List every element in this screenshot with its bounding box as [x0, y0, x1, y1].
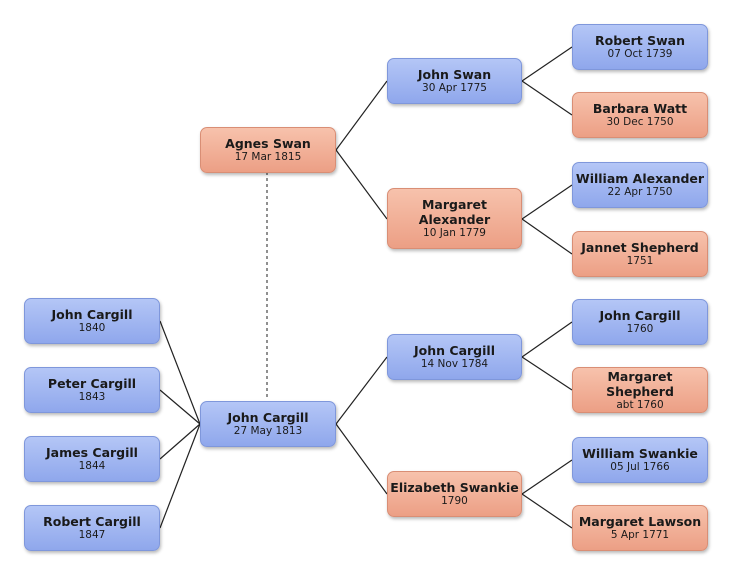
person-date: 27 May 1813	[233, 425, 303, 437]
person-james-cargill[interactable]: James Cargill 1844	[24, 436, 160, 482]
person-date: 5 Apr 1771	[610, 529, 670, 541]
person-peter-cargill[interactable]: Peter Cargill 1843	[24, 367, 160, 413]
person-robert-swan[interactable]: Robert Swan 07 Oct 1739	[572, 24, 708, 70]
person-margaret-lawson[interactable]: Margaret Lawson 5 Apr 1771	[572, 505, 708, 551]
person-john-cargill-1760[interactable]: John Cargill 1760	[572, 299, 708, 345]
person-name: John Swan	[417, 67, 492, 82]
person-date: 1843	[78, 391, 106, 403]
person-name: John Cargill	[227, 410, 309, 425]
person-william-alexander[interactable]: William Alexander 22 Apr 1750	[572, 162, 708, 208]
person-name: Robert Cargill	[43, 514, 141, 529]
child-link-john-cargill-1840	[159, 320, 201, 425]
person-name: Elizabeth Swankie	[390, 480, 519, 495]
person-john-cargill-1813[interactable]: John Cargill 27 May 1813	[200, 401, 336, 447]
person-date: 30 Apr 1775	[422, 82, 487, 94]
parent-link-elizabeth-swankie	[520, 459, 573, 529]
person-date: 1760	[626, 323, 654, 335]
child-link-robert-cargill	[159, 423, 201, 529]
person-date: 22 Apr 1750	[607, 186, 673, 198]
person-date: 07 Oct 1739	[607, 48, 673, 60]
person-date: 05 Jul 1766	[610, 461, 670, 473]
person-robert-cargill[interactable]: Robert Cargill 1847	[24, 505, 160, 551]
person-date: 1790	[441, 495, 468, 507]
person-name: John Cargill	[599, 308, 681, 323]
child-link-james-cargill	[159, 423, 201, 460]
person-date: 1751	[626, 255, 654, 267]
parent-link-john-cargill-1813	[335, 356, 388, 495]
person-jannet-shepherd[interactable]: Jannet Shepherd 1751	[572, 231, 708, 277]
person-date: 1847	[78, 529, 106, 541]
person-name: John Cargill	[51, 307, 133, 322]
person-name: Margaret Shepherd	[606, 368, 674, 399]
person-john-cargill-1784[interactable]: John Cargill 14 Nov 1784	[387, 334, 522, 380]
person-date: 10 Jan 1779	[423, 227, 486, 239]
person-barbara-watt[interactable]: Barbara Watt 30 Dec 1750	[572, 92, 708, 138]
person-date: abt 1760	[616, 398, 664, 411]
parent-link-john-swan	[520, 46, 573, 116]
person-william-swankie[interactable]: William Swankie 05 Jul 1766	[572, 437, 708, 483]
person-john-swan[interactable]: John Swan 30 Apr 1775	[387, 58, 522, 104]
person-name: Agnes Swan	[225, 136, 311, 151]
person-date: 1840	[78, 322, 106, 334]
person-elizabeth-swankie[interactable]: Elizabeth Swankie 1790	[387, 471, 522, 517]
person-name: John Cargill	[414, 343, 495, 358]
person-margaret-alexander[interactable]: Margaret Alexander 10 Jan 1779	[387, 188, 522, 249]
person-margaret-shepherd[interactable]: Margaret Shepherd abt 1760	[572, 367, 708, 413]
person-name: Margaret Lawson	[578, 514, 702, 529]
person-name: James Cargill	[46, 445, 138, 460]
person-name: Jannet Shepherd	[581, 240, 699, 255]
child-link-peter-cargill	[159, 389, 201, 425]
person-date: 30 Dec 1750	[606, 116, 674, 128]
person-john-cargill-1840[interactable]: John Cargill 1840	[24, 298, 160, 344]
person-name: Barbara Watt	[592, 101, 688, 116]
parent-link-agnes-swan	[335, 80, 388, 220]
person-name: Robert Swan	[594, 33, 685, 48]
person-agnes-swan[interactable]: Agnes Swan 17 Mar 1815	[200, 127, 336, 173]
person-date: 17 Mar 1815	[234, 151, 302, 163]
person-name: Peter Cargill	[47, 376, 137, 391]
person-date: 14 Nov 1784	[420, 358, 489, 370]
parent-link-margaret-alexander	[520, 184, 573, 255]
person-name: William Swankie	[582, 446, 698, 461]
person-name: William Alexander	[575, 171, 705, 186]
parent-link-john-cargill-1784	[520, 321, 573, 391]
person-name: Margaret Alexander	[418, 197, 491, 227]
person-date: 1844	[78, 460, 106, 472]
